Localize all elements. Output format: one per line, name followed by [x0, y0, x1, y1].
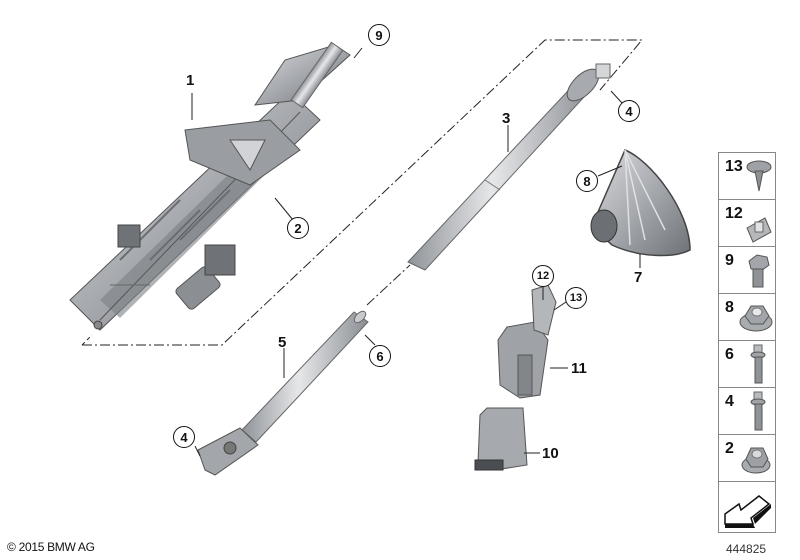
callout-8: 8 — [576, 170, 598, 192]
upper-shaft-illustration — [407, 63, 611, 271]
callout-4-upper: 4 — [618, 100, 640, 122]
callout-13: 13 — [565, 287, 587, 309]
screw-icon — [746, 160, 772, 192]
hex-bolt-icon — [748, 254, 770, 288]
image-number: 444825 — [726, 542, 767, 556]
legend-item-13: 13 — [718, 152, 776, 199]
stud-bolt-icon — [750, 344, 766, 384]
flange-nut-icon — [739, 305, 773, 332]
control-unit-illustration — [474, 407, 528, 471]
callout-11: 11 — [571, 360, 587, 377]
clip-nut-icon — [746, 217, 772, 243]
assembly-boundary-line — [82, 39, 644, 346]
callout-4-lower: 4 — [173, 426, 195, 448]
lower-shaft-illustration — [197, 310, 369, 476]
direction-arrow-icon — [724, 495, 771, 528]
leader-lines — [191, 47, 641, 457]
callout-9: 9 — [368, 24, 390, 46]
callout-1: 1 — [186, 72, 195, 89]
legend-item-4: 4 — [718, 387, 776, 434]
callout-10: 10 — [542, 445, 559, 462]
callout-3: 3 — [502, 110, 511, 127]
holder-illustration — [497, 284, 557, 399]
legend-item-9: 9 — [718, 246, 776, 293]
stud-bolt-icon — [750, 391, 766, 431]
legend-item-6: 6 — [718, 340, 776, 387]
hardware-legend: 13 12 9 8 — [718, 152, 776, 533]
hex-nut-icon — [741, 447, 771, 474]
callout-7: 7 — [634, 269, 643, 286]
copyright-notice: © 2015 BMW AG — [7, 540, 95, 554]
callout-5: 5 — [278, 334, 287, 351]
boot-illustration — [590, 149, 691, 257]
legend-item-12: 12 — [718, 199, 776, 246]
legend-item-2: 2 — [718, 434, 776, 481]
legend-direction-arrow — [718, 481, 776, 533]
callout-6: 6 — [369, 345, 391, 367]
callout-2: 2 — [287, 217, 309, 239]
steering-column-illustration — [69, 41, 351, 331]
legend-item-8: 8 — [718, 293, 776, 340]
callout-12: 12 — [532, 265, 554, 287]
